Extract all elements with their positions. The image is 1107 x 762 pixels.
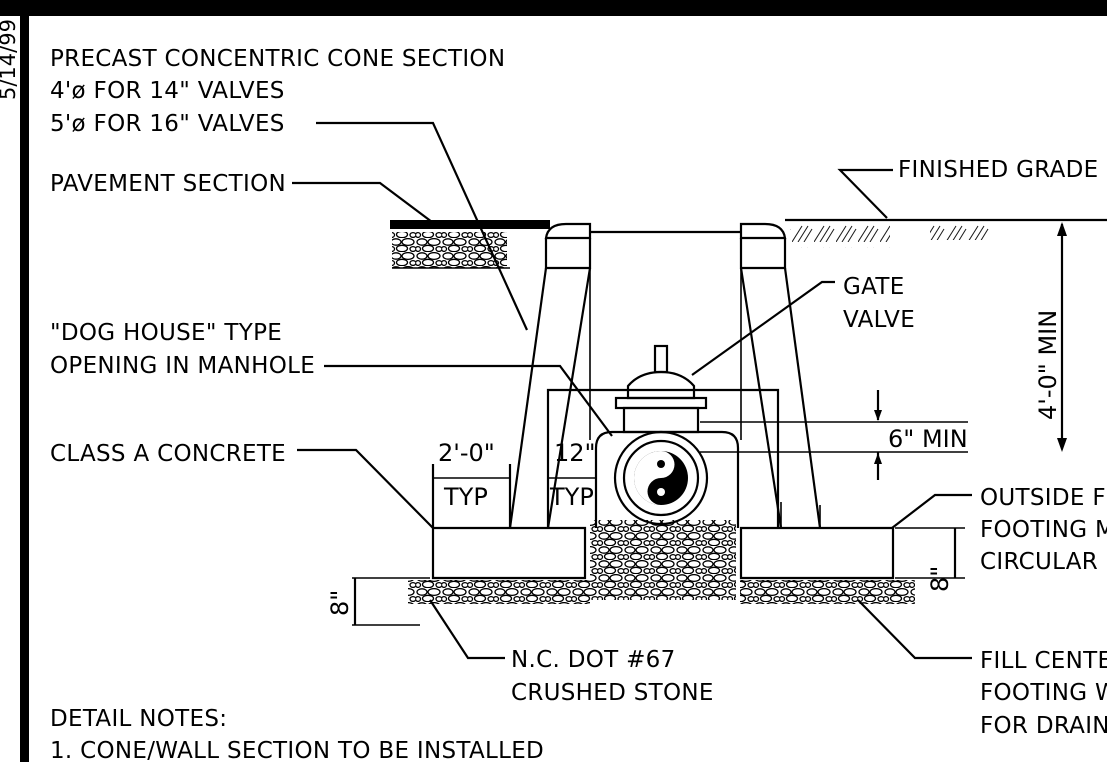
crushed-stone-bed [408, 520, 915, 604]
side-date-stamp: 5/14/99 [0, 19, 20, 100]
label-outside-3: CIRCULAR [980, 549, 1098, 575]
dim-twelve-text: 12" [554, 439, 596, 467]
gate-valve [613, 344, 968, 526]
label-finished-grade: FINISHED GRADE [898, 157, 1099, 183]
label-cone-section: PRECAST CONCENTRIC CONE SECTION 4'ø FOR … [50, 46, 505, 137]
cone-label-line3: 5'ø FOR 16" VALVES [50, 111, 285, 137]
dim-typ-1: TYP [443, 483, 488, 511]
detail-note-1: 1. CONE/WALL SECTION TO BE INSTALLED [50, 738, 544, 762]
label-stone-2: CRUSHED STONE [511, 680, 714, 706]
detail-notes-heading: DETAIL NOTES: [50, 706, 227, 732]
dim-six-min-text: 6" MIN [888, 425, 968, 453]
label-gate-valve-1: GATE [843, 274, 905, 300]
dimension-four-feet-min: 4'-0" MIN [1034, 222, 1067, 452]
dim-eight-right-text: 8" [926, 566, 954, 592]
leader-lines [292, 121, 972, 660]
label-fill-3: FOR DRAIN [980, 713, 1107, 739]
dim-four-min-text: 4'-0" MIN [1034, 310, 1062, 420]
manhole-cone-section [508, 222, 822, 529]
dim-typ-2: TYP [549, 483, 594, 511]
dimension-six-inch-min: 6" MIN [874, 390, 968, 480]
label-class-a-concrete: CLASS A CONCRETE [50, 441, 286, 467]
cone-label-line2: 4'ø FOR 14" VALVES [50, 78, 285, 104]
dimension-eight-left: 8" [326, 577, 430, 626]
dimension-twelve-inch: 12" TYP [548, 439, 596, 511]
label-fill-2: FOOTING W [980, 680, 1107, 706]
label-stone-1: N.C. DOT #67 [511, 647, 676, 673]
dimension-eight-right: 8" [895, 527, 965, 592]
dim-two-feet-text: 2'-0" [438, 439, 495, 467]
label-dog-house-1: "DOG HOUSE" TYPE [50, 320, 282, 346]
finished-grade-line [785, 218, 1107, 248]
dim-eight-left-text: 8" [326, 590, 354, 616]
cone-label-line1: PRECAST CONCENTRIC CONE SECTION [50, 46, 505, 72]
dimension-two-feet: 2'-0" TYP [431, 439, 512, 528]
label-outside-1: OUTSIDE F [980, 485, 1106, 511]
label-outside-2: FOOTING M [980, 517, 1107, 543]
label-pavement-section: PAVEMENT SECTION [50, 171, 286, 197]
label-gate-valve-2: VALVE [843, 307, 915, 333]
pavement-section [390, 220, 550, 269]
label-dog-house-2: OPENING IN MANHOLE [50, 353, 315, 379]
label-fill-1: FILL CENTE [980, 648, 1107, 674]
